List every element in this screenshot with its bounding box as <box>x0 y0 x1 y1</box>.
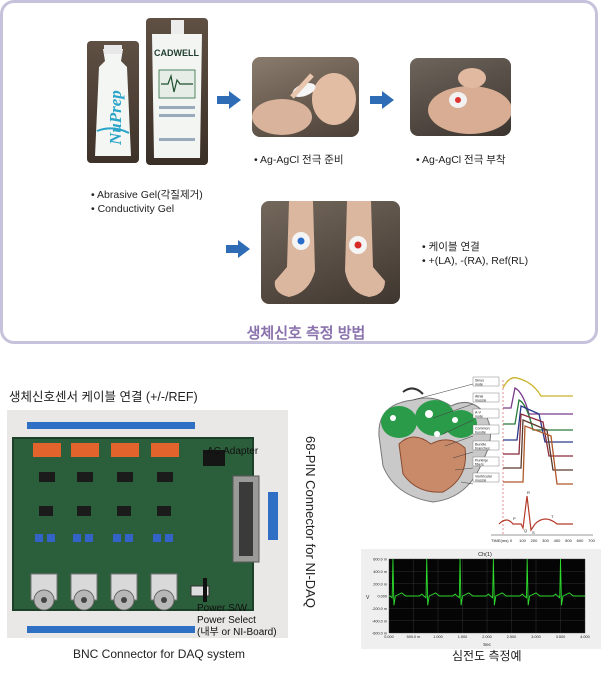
arrow-right-icon <box>217 91 241 109</box>
power-sw-label: Power S/W <box>197 603 248 614</box>
ecg-xtick: 3.000 <box>531 635 541 639</box>
time-tick: 200 <box>531 538 538 543</box>
ap-label: Purkinje <box>475 459 488 463</box>
bnc-label: BNC Connector for DAQ system <box>73 647 246 661</box>
ap-label: fibers <box>475 462 484 466</box>
ecg-series-line <box>389 558 585 606</box>
ecg-xtick: 2.500 <box>507 635 517 639</box>
electrode-prep-photo <box>252 57 359 137</box>
ap-label: Atrial <box>475 395 483 399</box>
ap-label-box <box>472 440 500 451</box>
time-tick: 600 <box>577 538 584 543</box>
arrow-right-icon <box>226 240 250 258</box>
ap-label: node <box>475 414 483 418</box>
time-tick: 300 <box>542 538 549 543</box>
ecg-wave-label: S <box>532 530 535 535</box>
ecg-caption: 심전도 측정예 <box>452 649 522 663</box>
ap-label: branches <box>475 446 490 450</box>
ap-label: Ventricular <box>475 475 493 479</box>
power-select-label: Power Select <box>197 615 256 626</box>
ecg-xtick: 3.500 <box>556 635 566 639</box>
ecg-xtick: 4.000 <box>580 635 590 639</box>
step3-caption-1: • 케이블 연결 <box>422 241 480 253</box>
nuprep-gel-photo: NuPrep <box>87 41 139 163</box>
ecg-xtick: 2.000 <box>482 635 492 639</box>
ap-label: Sinus <box>475 379 484 383</box>
ap-label-box <box>472 424 500 435</box>
ecg-wave-label: Q <box>524 528 527 533</box>
conductivity-gel-photo: CADWELL <box>146 18 208 165</box>
nuprep-logo-text: NuPrep <box>106 90 125 146</box>
ecg-ytick: 200.0 m <box>373 582 387 586</box>
time-tick: 400 <box>554 538 561 543</box>
daq-board-photo <box>7 410 288 638</box>
arrow-right-icon <box>370 91 394 109</box>
ecg-ytick: 600.0 m <box>373 558 387 562</box>
gels-caption-1: • Abrasive Gel(각질제거) <box>91 189 203 201</box>
ac-adapter-label: AC Adapter <box>207 446 259 457</box>
ap-label-box <box>472 408 500 419</box>
electrode-wrists-photo <box>261 201 400 304</box>
ecg-chart: Ch(1) 600.0 m 400.0 m 200.0 m 0.000 -200.0 m… <box>361 549 601 649</box>
ecg-wave-label: T <box>551 514 554 519</box>
ap-label-box <box>472 456 500 467</box>
ap-label: Common <box>475 427 490 431</box>
ap-label: Bundle <box>475 443 486 447</box>
ap-label: muscle <box>475 478 486 482</box>
time-tick: 100 <box>519 538 526 543</box>
ap-label-box <box>472 376 500 387</box>
step2-caption: • Ag-AgCl 전극 부착 <box>416 154 506 166</box>
electrode-attach-photo <box>410 58 511 136</box>
ap-label: bundle <box>475 430 486 434</box>
time-tick: 0 <box>510 538 513 543</box>
ap-label: muscle <box>475 398 486 402</box>
time-axis-label: TIME(ms) <box>491 538 509 543</box>
panel-title: 생체신호 측정 방법 <box>246 325 366 342</box>
power-select-options: (내부 or NI-Board) <box>197 627 277 638</box>
time-tick: 500 <box>565 538 572 543</box>
ecg-ytick: -600.0 m <box>372 632 387 636</box>
ecg-ytick: -200.0 m <box>372 607 387 611</box>
ap-label-box <box>472 392 500 403</box>
ecg-ytick: 0.000 <box>377 595 387 599</box>
ap-label: A-V <box>475 411 482 415</box>
ecg-xtick: 0.000 <box>384 635 394 639</box>
step3-caption-2: • +(LA), -(RA), Ref(RL) <box>422 255 529 267</box>
connector-label: 68-PIN Connector for NI-DAQ <box>303 436 318 608</box>
ecg-ylabel: V <box>366 595 370 601</box>
ecg-ytick: -400.0 m <box>372 619 387 623</box>
ecg-xtick: 500.0 m <box>407 635 421 639</box>
ecg-chart-title: Ch(1) <box>478 552 492 558</box>
ecg-xtick: 1.500 <box>458 635 468 639</box>
ecg-xtick: 1.000 <box>433 635 443 639</box>
time-tick: 700 <box>588 538 595 543</box>
ecg-xlabel: Sec <box>483 642 492 647</box>
board-section-title: 생체신호센서 케이블 연결 (+/-/REF) <box>9 390 198 404</box>
ecg-wave-label: R <box>527 490 530 495</box>
ecg-wave-label: P <box>513 516 516 521</box>
ecg-ytick: 400.0 m <box>373 570 387 574</box>
gels-caption-2: • Conductivity Gel <box>91 203 175 215</box>
ap-label: node <box>475 382 483 386</box>
ap-label-box <box>472 472 500 483</box>
step1-caption: • Ag-AgCl 전극 준비 <box>254 154 344 166</box>
cadwell-logo-text: CADWELL <box>154 48 199 58</box>
